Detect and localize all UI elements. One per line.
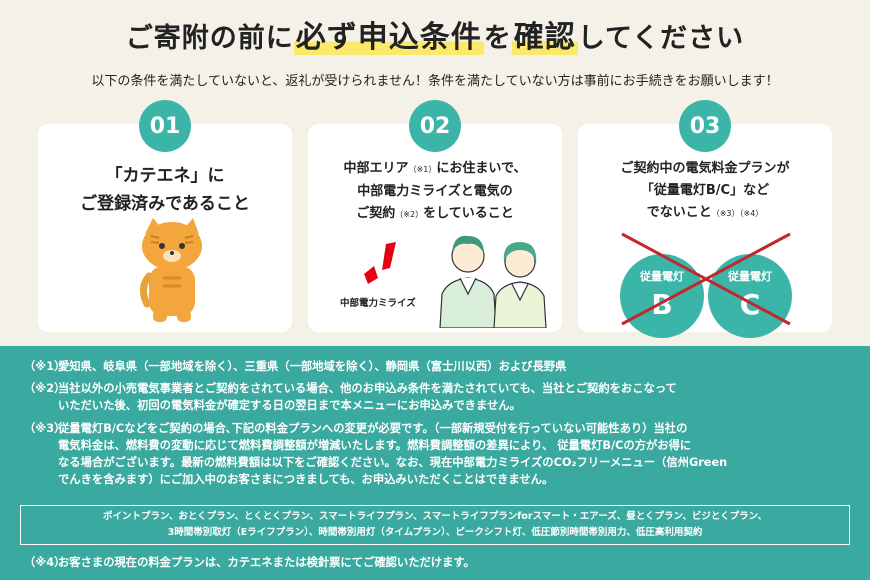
- footnote-text: 愛知県、岐阜県（一部地域を除く）、三重県（一部地域を除く）、静岡県（富士川以西）…: [58, 360, 567, 373]
- footnote-mark: （※2）: [24, 382, 66, 395]
- miraiz-logo-icon: [364, 242, 396, 284]
- card-line: 中部電力ミライズと電気の: [357, 184, 513, 199]
- footnote-mark: （※4）: [24, 556, 66, 569]
- cat-mascot-icon: [140, 218, 202, 322]
- footnote-mark: （※3）: [24, 422, 66, 435]
- condition-card-2: 02 中部エリア（※1）にお住まいで、 中部電力ミライズと電気の ご契約（※2）…: [308, 100, 562, 332]
- card-text: 中部エリア（※1）にお住まいで、 中部電力ミライズと電気の ご契約（※2）をして…: [308, 158, 562, 226]
- plan-letter: B: [651, 288, 673, 321]
- plan-list-box: ポイントプラン、おとくプラン、とくとくプラン、スマートライフプラン、スマートライ…: [20, 505, 850, 545]
- card-number-badge: 03: [679, 100, 731, 152]
- title-highlight-1: 必ず申込条件: [293, 20, 484, 55]
- condition-card-1: 01 「カテエネ」に ご登録済みであること: [38, 100, 292, 332]
- cross-out-icon: [621, 232, 791, 326]
- plan-list-line: ポイントプラン、おとくプラン、とくとくプラン、スマートライフプラン、スマートライ…: [102, 511, 768, 522]
- footnote-4: （※4）お客さまの現在の料金プランは、カテエネまたは検針票にてご確認いただけます…: [24, 554, 852, 571]
- card-line-text: 中部エリア: [343, 161, 409, 176]
- footnote-text: 電気料金は、燃料費の変動に応じて燃料費調整額が増減いたします。燃料費調整額の差異…: [58, 439, 692, 452]
- plan-list-line: 3時間帯別取灯（Eライフプラン）、時間帯別用灯（タイムプラン）、ピークシフト灯、…: [167, 527, 703, 538]
- card-line: 「従量電灯B/C」など: [640, 183, 770, 198]
- footnote-text: 当社以外の小売電気事業者とご契約をされている場合、他のお申込み条件を満たされてい…: [58, 382, 677, 395]
- plan-letter: C: [739, 288, 761, 321]
- footnote-text: でんきを含みます）にご加入中のお客さまにつきましても、お申込みいただくことはでき…: [58, 473, 554, 486]
- footnote-ref: （※2）: [395, 210, 424, 219]
- card-number-badge: 01: [139, 100, 191, 152]
- footnote-text: お客さまの現在の料金プランは、カテエネまたは検針票にてご確認いただけます。: [58, 556, 475, 569]
- card-line: ご契約中の電気料金プランが: [620, 161, 790, 176]
- card-line-text: でないこと: [646, 205, 712, 220]
- title-highlight-2: 確認: [511, 20, 578, 55]
- footnote-text: 従量電灯B/Cなどをご契約の場合､下記の料金プランへの変更が必要です。（一部新規…: [58, 422, 688, 435]
- footnote-text: なる場合がございます。最新の燃料費額は以下をご確認ください。なお、現在中部電力ミ…: [58, 456, 728, 469]
- card-line: ご契約（※2）をしていること: [308, 203, 562, 226]
- footnotes-section: （※1）愛知県、岐阜県（一部地域を除く）、三重県（一部地域を除く）、静岡県（富士…: [0, 346, 870, 580]
- card-line: でないこと（※3）（※4）: [578, 202, 832, 225]
- page-title: ご寄附の前に必ず申込条件を確認してください: [0, 12, 870, 56]
- card-number-badge: 02: [409, 100, 461, 152]
- couple-illustration-icon: [439, 235, 547, 328]
- top-section: ご寄附の前に必ず申込条件を確認してください 以下の条件を満たしていないと、返礼が…: [0, 12, 870, 338]
- card-line-text: をしていること: [423, 206, 514, 221]
- title-part-5: してください: [577, 23, 745, 54]
- footnote-text: いただいた後、初回の電気料金が確定する日の翌日まで本メニューにお申込みできません…: [58, 399, 521, 412]
- footnote-3: （※3）従量電灯B/Cなどをご契約の場合､下記の料金プランへの変更が必要です。（…: [24, 420, 852, 488]
- plan-circle-c: 従量電灯 C: [708, 254, 792, 338]
- plan-name: 従量電灯: [728, 270, 772, 283]
- footnote-ref: （※1）: [408, 165, 437, 174]
- title-part-1: ご寄附の前に: [125, 23, 294, 54]
- footnote-ref: （※3）（※4）: [711, 209, 764, 218]
- footnote-1: （※1）愛知県、岐阜県（一部地域を除く）、三重県（一部地域を除く）、静岡県（富士…: [24, 358, 852, 375]
- condition-card-3: 03 ご契約中の電気料金プランが 「従量電灯B/C」など でないこと（※3）（※…: [578, 100, 832, 338]
- page-subtitle: 以下の条件を満たしていないと、返礼が受けられません！条件を満たしていない方は事前…: [91, 74, 779, 89]
- plan-circle-b: 従量電灯 B: [620, 254, 704, 338]
- title-part-3: を: [483, 23, 512, 54]
- card-line-text: ご契約: [356, 206, 396, 221]
- footnote-mark: （※1）: [24, 360, 66, 373]
- plan-name: 従量電灯: [640, 270, 684, 283]
- card-text: ご契約中の電気料金プランが 「従量電灯B/C」など でないこと（※3）（※4）: [578, 158, 832, 225]
- card-line: ご登録済みであること: [80, 194, 250, 214]
- footnote-2: （※2）当社以外の小売電気事業者とご契約をされている場合、他のお申込み条件を満た…: [24, 380, 852, 414]
- card-line: 中部エリア（※1）にお住まいで、: [308, 158, 562, 181]
- card-line: 「カテエネ」に: [105, 166, 225, 186]
- card-line-text: にお住まいで、: [436, 161, 527, 176]
- card-text: 「カテエネ」に ご登録済みであること: [38, 162, 292, 218]
- miraiz-logo-text: 中部電力ミライズ: [340, 298, 416, 309]
